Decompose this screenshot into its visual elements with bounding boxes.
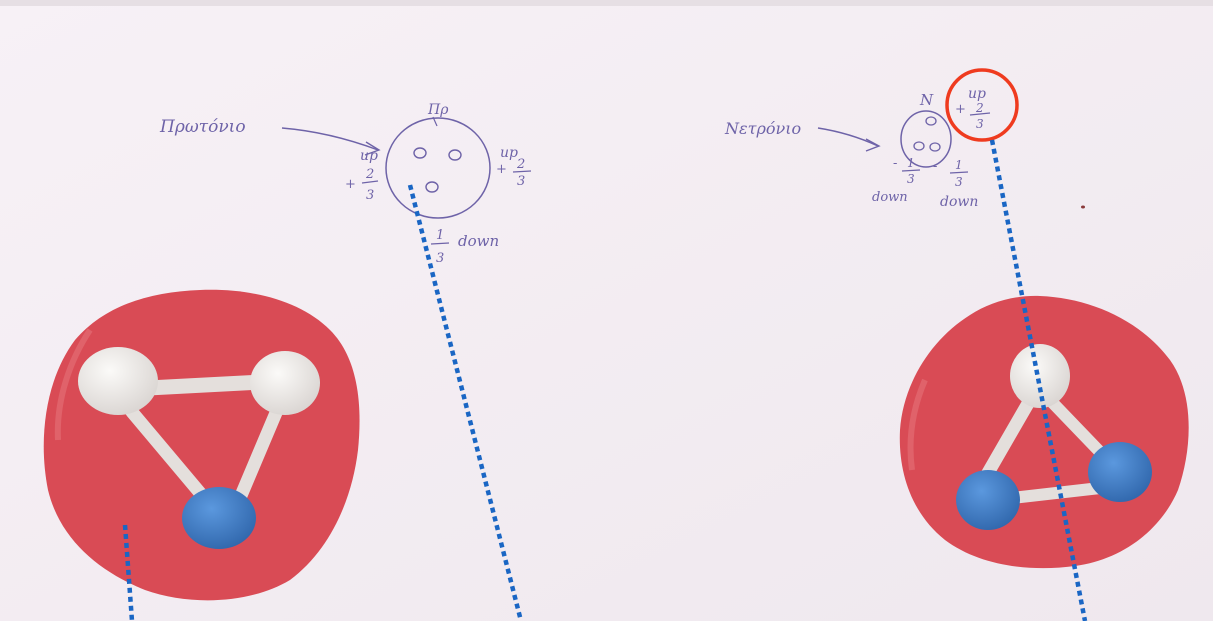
quark-sign: + [345,177,356,192]
quark-charge-den: 3 [976,117,984,131]
clay-quark-down [182,487,256,549]
quark-charge-den: 3 [907,172,915,186]
quark-flavor-label: up [500,145,518,161]
clay-red-disc [900,296,1189,568]
quark-charge-den: 3 [517,174,525,189]
clay-rod [148,382,262,388]
proton-clay-model [44,290,360,601]
neutron-clay-model [900,296,1189,568]
paper-edge [0,0,1213,6]
clay-quark-up [78,347,158,415]
quark-flavor-label: down [940,194,978,210]
quark-charge-den: 3 [366,188,374,203]
clay-quark-down [956,470,1020,530]
quark-flavor-label: down [458,232,499,250]
quark-charge-num: 2 [516,157,525,172]
quark-flavor-label: down [872,190,908,205]
clay-quark-down [1088,442,1152,502]
clay-quark-up [250,351,320,415]
neutron-name-label: Νετρόνιο [724,119,801,138]
quark-charge-num: 1 [907,156,915,170]
clay-red-disc [44,290,360,601]
quark-flavor-label: up [360,148,378,164]
quark-charge-num: 1 [955,158,963,172]
proton-symbol: Πρ [427,102,449,118]
quark-sign: - [893,156,897,171]
quark-flavor-label: up [968,86,986,102]
quark-charge-num: 1 [436,228,444,243]
quark-sign: + [955,102,966,117]
quark-sign: - [933,159,937,174]
quark-charge-den: 3 [955,175,963,189]
quark-charge-num: 2 [975,101,984,115]
quark-charge-num: 2 [365,167,374,182]
proton-name-label: Πρωτόνιο [159,117,246,137]
neutron-symbol: N [919,91,934,109]
paper-speck [1081,206,1085,209]
quark-sign: + [496,162,507,177]
quark-charge-den: 3 [436,251,444,266]
